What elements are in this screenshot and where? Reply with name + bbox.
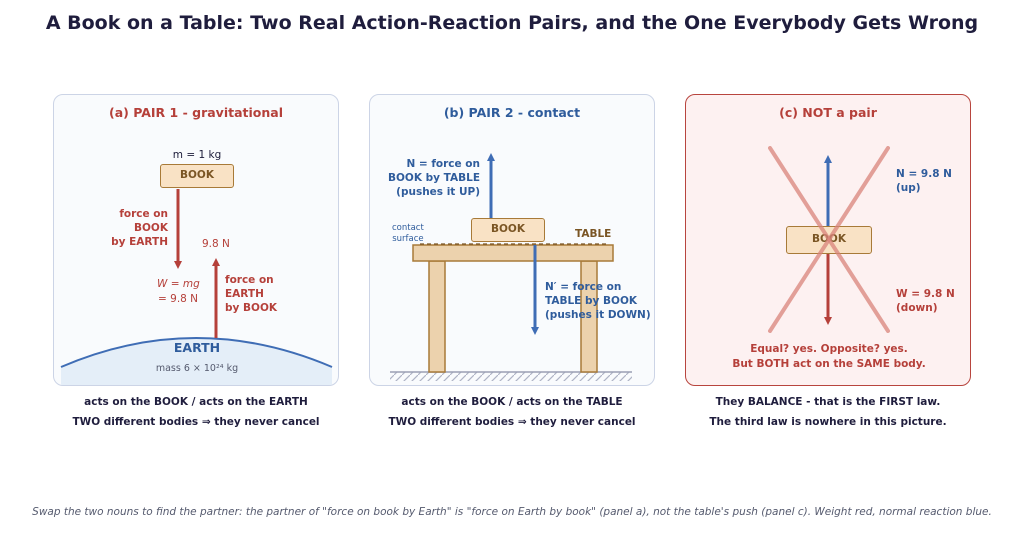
panel-b-title: (b) PAIR 2 - contact [443, 105, 581, 120]
panel-a: (a) PAIR 1 - gravitational m = 1 kg BOOK… [53, 94, 339, 386]
panel-a-caption-2: TWO different bodies ⇒ they never cancel [72, 416, 320, 428]
force-on-earth-label: force on EARTH by BOOK [225, 274, 278, 314]
table-leg-left [428, 260, 446, 373]
panel-c-caption-1: They BALANCE - that is the FIRST law. [715, 396, 941, 408]
weight-label: W = 9.8 N (down) [896, 288, 955, 314]
ground-hatch [390, 372, 632, 381]
panel-b: (b) PAIR 2 - contact N = force on BOOK b… [369, 94, 655, 386]
not-a-pair-note-1: Equal? yes. Opposite? yes. [750, 343, 908, 355]
page-title: A Book on a Table: Two Real Action-React… [45, 12, 979, 34]
earth-mass-label: mass 6 × 10²⁴ kg [155, 363, 239, 374]
normal-force-label: N = force on BOOK by TABLE (pushes it UP… [387, 158, 480, 198]
panel-c-caption-2: The third law is nowhere in this picture… [709, 416, 947, 428]
force-value-label: 9.8 N [202, 238, 230, 250]
mass-label: m = 1 kg [172, 149, 222, 161]
panel-a-caption-1: acts on the BOOK / acts on the EARTH [84, 396, 308, 408]
earth-label: EARTH [173, 340, 221, 355]
weight-formula: W = mg [157, 278, 200, 290]
panel-a-drawing [60, 189, 333, 385]
normal-force-label: N = 9.8 N (up) [896, 168, 952, 194]
table-label: TABLE [575, 228, 612, 240]
footer-note: Swap the two nouns to find the partner: … [32, 506, 992, 518]
book-box: BOOK [786, 226, 872, 254]
earth-surface [61, 338, 332, 385]
panel-c: (c) NOT a pair N = 9.8 N (up) BOOK W = 9… [685, 94, 971, 386]
force-on-book-label: force on BOOK by EARTH [111, 208, 168, 248]
weight-value: = 9.8 N [158, 293, 199, 305]
contact-surface-label: contact surface [392, 223, 424, 244]
panel-c-title: (c) NOT a pair [779, 105, 877, 120]
earth-outline [60, 337, 333, 368]
table-top [412, 244, 614, 262]
book-box: BOOK [471, 218, 545, 242]
reaction-force-label: N′ = force on TABLE by BOOK (pushes it D… [545, 281, 651, 321]
panel-b-drawing [390, 153, 632, 381]
panel-b-caption-2: TWO different bodies ⇒ they never cancel [388, 416, 636, 428]
not-a-pair-note-2: But BOTH act on the SAME body. [732, 358, 926, 370]
panel-b-caption-1: acts on the BOOK / acts on the TABLE [401, 396, 623, 408]
panel-a-title: (a) PAIR 1 - gravitational [109, 105, 283, 120]
book-box: BOOK [160, 164, 234, 188]
